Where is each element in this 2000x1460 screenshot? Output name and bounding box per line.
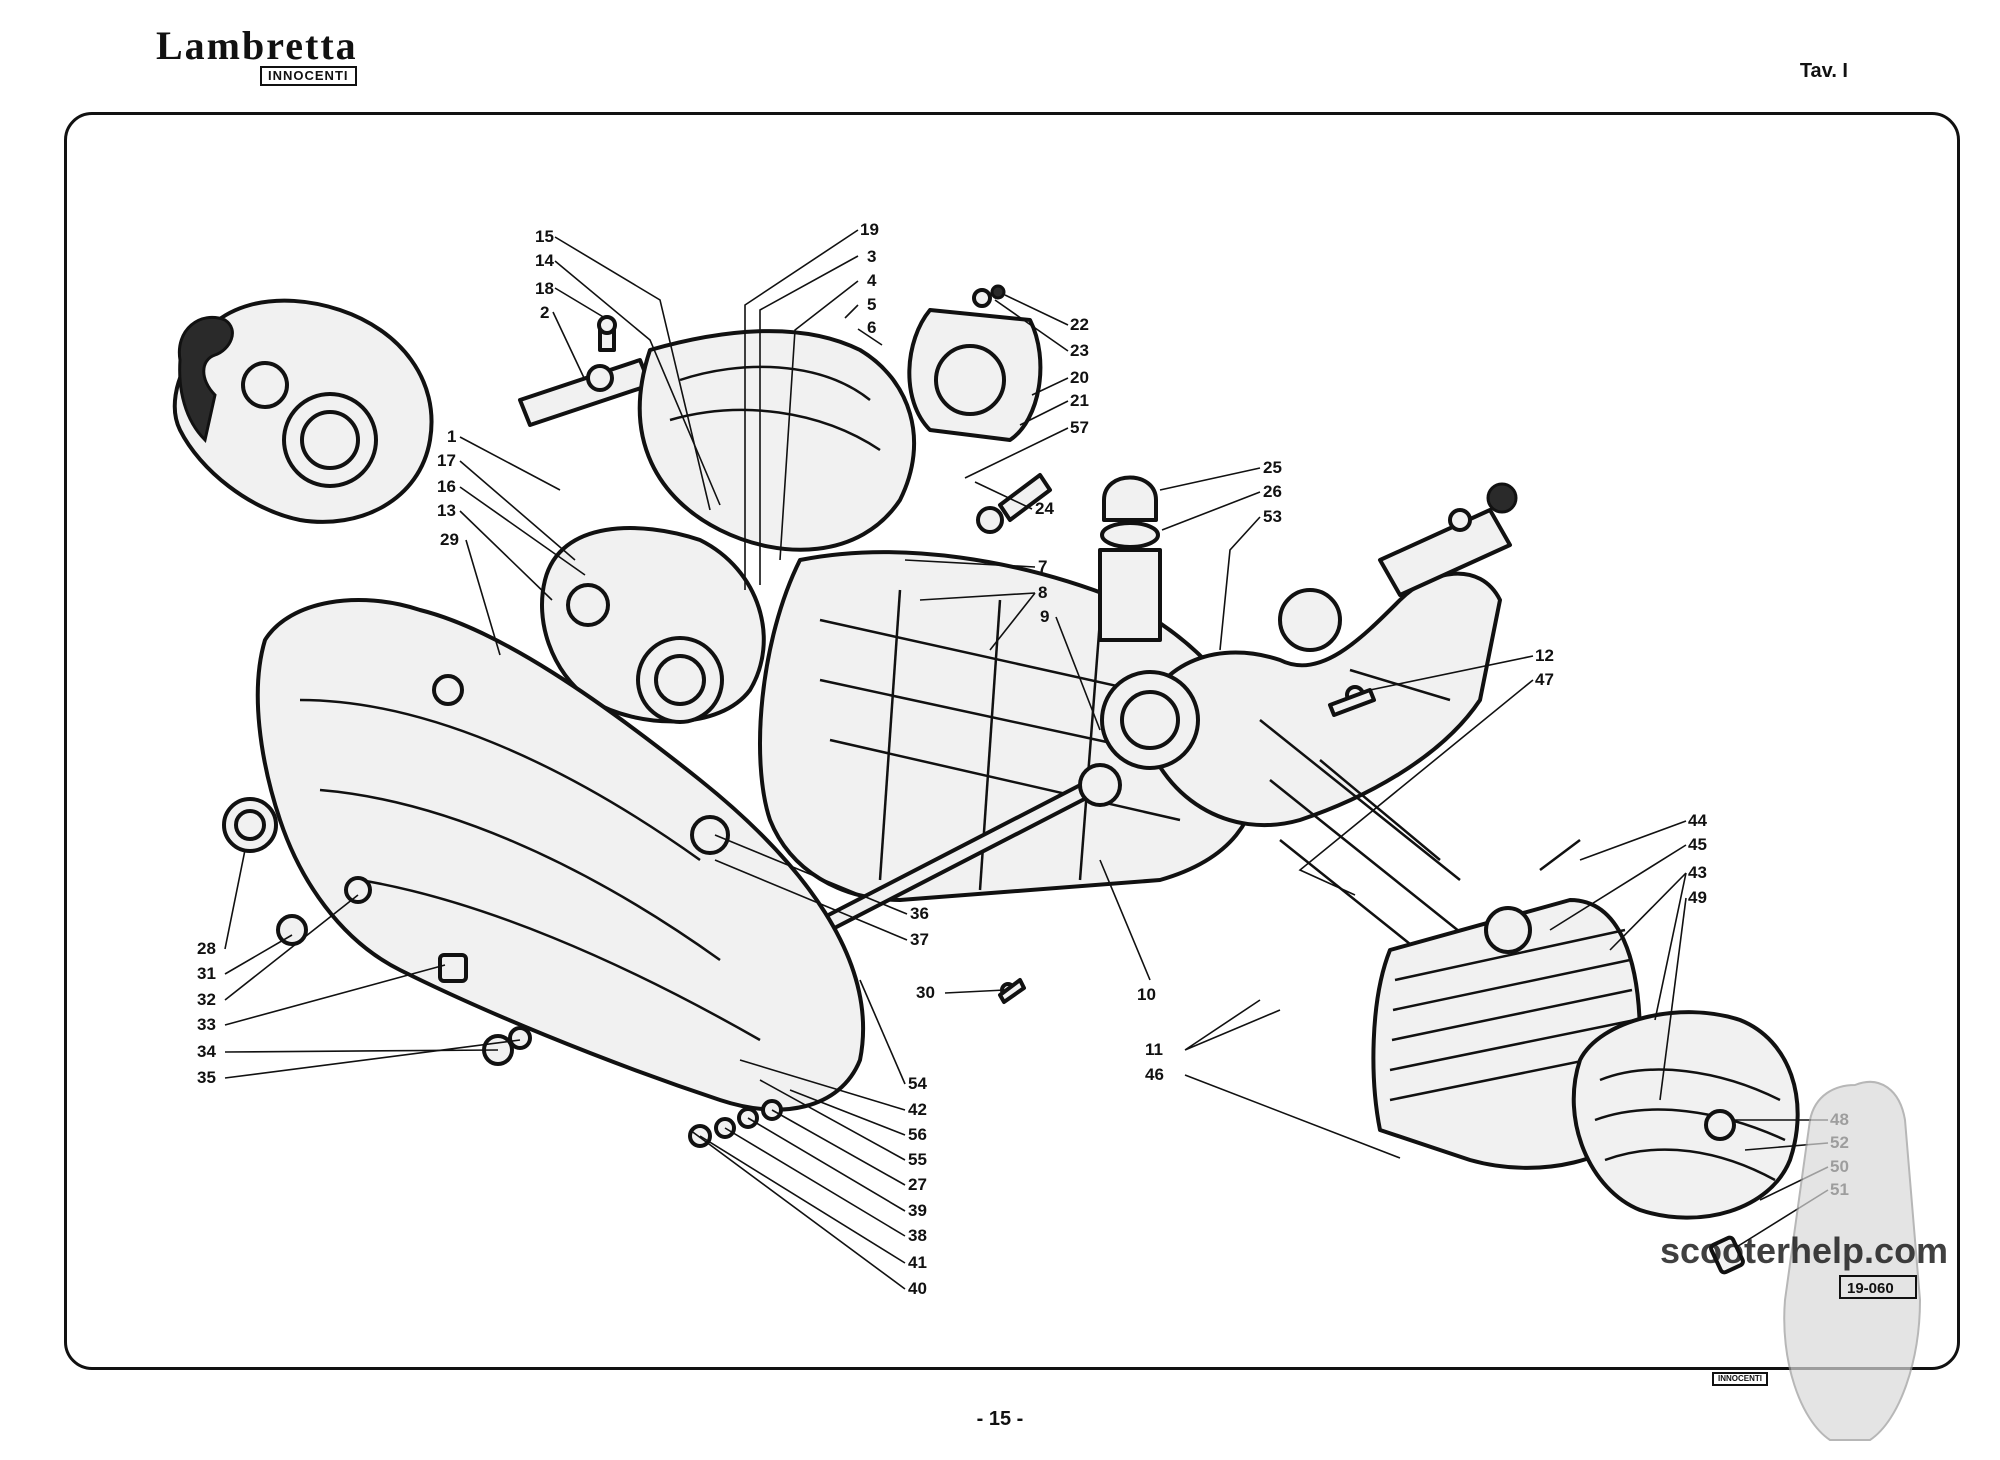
swing-arm xyxy=(1138,571,1502,828)
callout-9: 9 xyxy=(1040,607,1049,626)
callout-13: 13 xyxy=(437,501,456,520)
table-reference: Tav. I xyxy=(1799,60,1848,82)
callout-34: 34 xyxy=(197,1042,216,1061)
callout-40: 40 xyxy=(908,1279,927,1298)
callout-16: 16 xyxy=(437,477,456,496)
leader-lines xyxy=(224,229,1829,1290)
callout-28: 28 xyxy=(197,939,216,958)
callout-1: 1 xyxy=(447,427,456,446)
rear-damper xyxy=(1098,548,1162,642)
callout-47: 47 xyxy=(1535,670,1554,689)
callout-19: 19 xyxy=(860,220,879,239)
callout-36: 36 xyxy=(910,904,929,923)
callout-53: 53 xyxy=(1263,507,1282,526)
callout-57: 57 xyxy=(1070,418,1089,437)
callout-49: 49 xyxy=(1688,888,1707,907)
engine-parts-drawing xyxy=(172,284,1800,1275)
callout-56: 56 xyxy=(908,1125,927,1144)
callout-23: 23 xyxy=(1070,341,1089,360)
callout-18: 18 xyxy=(535,279,554,298)
callout-2: 2 xyxy=(540,303,549,322)
callout-14: 14 xyxy=(535,251,554,270)
page-number: - 15 - xyxy=(976,1408,1024,1430)
callout-6: 6 xyxy=(867,318,876,337)
callout-24: 24 xyxy=(1035,499,1054,518)
callout-12: 12 xyxy=(1535,646,1554,665)
footer-logo: INNOCENTI xyxy=(1712,1372,1768,1386)
callout-7: 7 xyxy=(1038,557,1047,576)
callout-26: 26 xyxy=(1263,482,1282,501)
callout-54: 54 xyxy=(908,1074,927,1093)
transmission-cover xyxy=(255,598,866,1112)
cylinder-head xyxy=(1571,1010,1800,1220)
callout-15: 15 xyxy=(535,227,554,246)
watermark-site: scooterhelp.com xyxy=(1660,1230,1948,1271)
callout-44: 44 xyxy=(1688,811,1707,830)
mainshaft xyxy=(518,358,652,427)
callout-39: 39 xyxy=(908,1201,927,1220)
callout-11: 11 xyxy=(1145,1040,1163,1059)
callout-22: 22 xyxy=(1070,315,1089,334)
callout-30: 30 xyxy=(916,983,935,1002)
callout-43: 43 xyxy=(1688,863,1707,882)
watermark: scooterhelp.com 19-060 xyxy=(1660,1080,1948,1441)
callout-37: 37 xyxy=(910,930,929,949)
callout-17: 17 xyxy=(437,451,456,470)
oil-screw xyxy=(276,914,308,946)
brand-subtitle: INNOCENTI xyxy=(260,66,357,86)
callout-27: 27 xyxy=(908,1175,927,1194)
cylinder-studs xyxy=(1259,719,1481,1001)
callout-42: 42 xyxy=(908,1100,927,1119)
diagram-frame xyxy=(64,112,1960,1370)
callout-4: 4 xyxy=(867,271,877,290)
callout-5: 5 xyxy=(867,295,876,314)
brand-name: Lambretta xyxy=(156,23,358,68)
callout-35: 35 xyxy=(197,1068,216,1087)
brand-logo: Lambretta INNOCENTI xyxy=(156,26,380,86)
callout-3: 3 xyxy=(867,247,876,266)
callout-8: 8 xyxy=(1038,583,1047,602)
callout-41: 41 xyxy=(908,1253,927,1272)
callout-20: 20 xyxy=(1070,368,1089,387)
flywheel-cover-tab xyxy=(177,315,234,443)
callout-21: 21 xyxy=(1070,391,1089,410)
callout-25: 25 xyxy=(1263,458,1282,477)
watermark-code: 19-060 xyxy=(1847,1280,1894,1297)
gearbox-housing xyxy=(637,329,916,552)
callout-55: 55 xyxy=(908,1150,927,1169)
scooter-silhouette xyxy=(1783,1080,1922,1441)
callout-29: 29 xyxy=(440,530,459,549)
callout-labels: 15 14 18 2 1 17 16 13 29 19 3 4 5 6 22 2… xyxy=(197,220,1849,1298)
callout-46: 46 xyxy=(1145,1065,1164,1084)
callout-32: 32 xyxy=(197,990,216,1009)
callout-38: 38 xyxy=(908,1226,927,1245)
callout-33: 33 xyxy=(197,1015,216,1034)
callout-45: 45 xyxy=(1688,835,1707,854)
callout-31: 31 xyxy=(197,964,216,983)
callout-10: 10 xyxy=(1137,985,1156,1004)
